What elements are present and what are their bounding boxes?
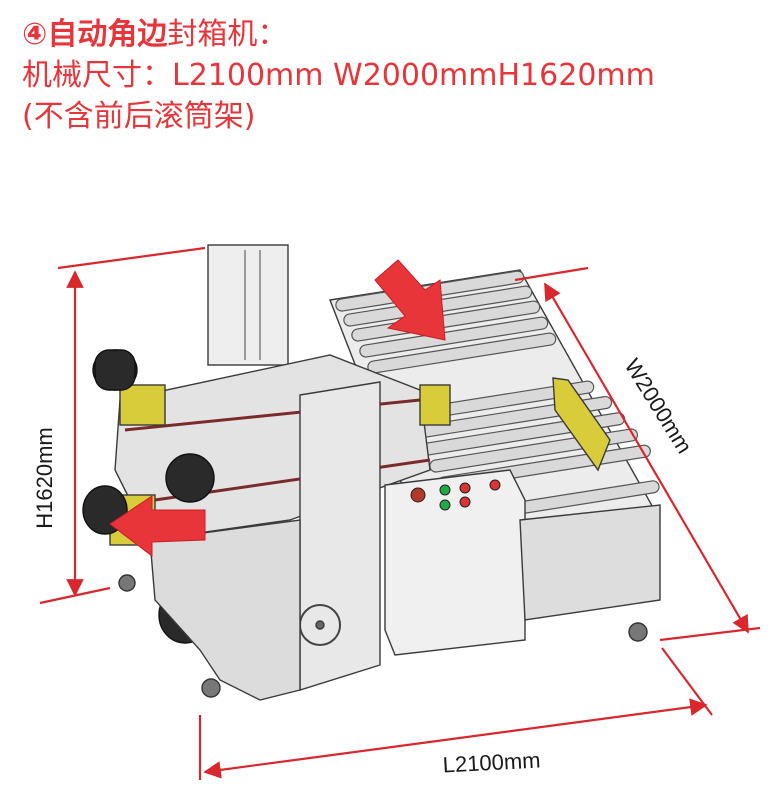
control-box: [384, 469, 526, 656]
width-extension-top: [514, 266, 589, 282]
dimension-lines: [39, 246, 761, 780]
infeed-arrow-icon: [374, 259, 446, 341]
control-buttons: [410, 479, 501, 511]
flow-arrows: [109, 259, 446, 558]
width-dimension-line: [544, 282, 749, 634]
title-line-1: ④自动角边封箱机：: [22, 14, 762, 55]
tape-head-upper: [119, 384, 166, 426]
title-block: ④自动角边封箱机： 机械尺寸：L2100mm W2000mmH1620mm (不…: [22, 14, 762, 137]
machine-illustration: [82, 244, 661, 701]
stop-button-icon: [459, 482, 471, 494]
title-name-bold: 自动角边: [47, 17, 168, 52]
length-dimension-line: [203, 698, 708, 779]
length-dimension-label: L2100mm: [442, 747, 541, 777]
emergency-stop-icon: [410, 487, 426, 503]
title-note: (不含前后滚筒架): [22, 99, 256, 134]
dimensions-label: 机械尺寸：: [22, 58, 172, 93]
title-name-rest: 封箱机：: [167, 17, 288, 52]
outfeed-arrow-icon: [109, 495, 206, 558]
title-number: ④: [22, 17, 48, 52]
title-line-3: (不含前后滚筒架): [22, 96, 762, 137]
title-line-2: 机械尺寸：L2100mm W2000mmH1620mm: [22, 55, 762, 96]
start-button-icon: [439, 484, 451, 496]
height-dimension-label: H1620mm: [32, 427, 57, 528]
rear-mast: [207, 244, 289, 366]
width-extension-bottom: [659, 626, 761, 642]
height-extension-top: [57, 246, 206, 270]
width-dimension-label: W2000mm: [620, 354, 698, 457]
dimensions-value: L2100mm W2000mmH1620mm: [172, 58, 655, 93]
lower-frame: [149, 519, 301, 701]
